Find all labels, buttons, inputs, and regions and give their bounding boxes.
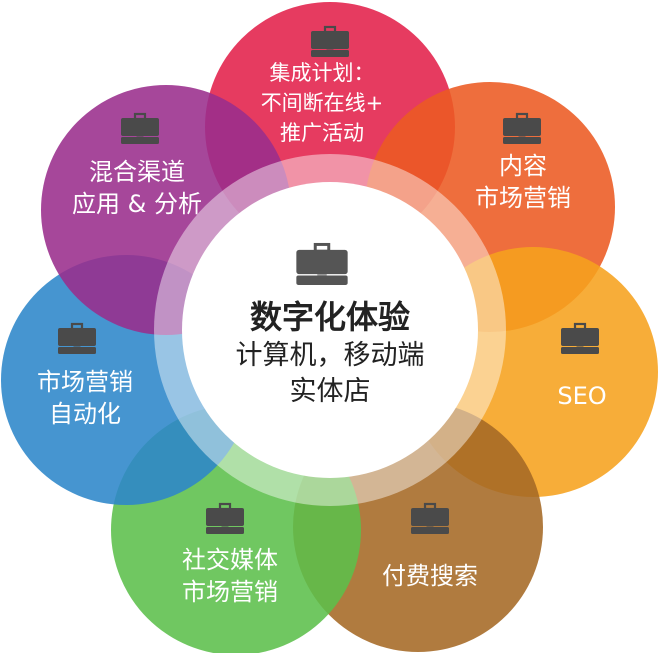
petal-social-media-marketing-briefcase-icon: [204, 502, 246, 536]
petal-seo-briefcase-icon: [559, 322, 601, 356]
center-circle: [182, 182, 478, 478]
center-line-1: 计算机，移动端: [235, 340, 425, 371]
petal-label-seo: SEO: [557, 382, 607, 410]
petal-integrated-plan-briefcase-icon: [309, 25, 351, 59]
petal-label-hybrid-channels: 混合渠道 应用 & 分析: [72, 158, 202, 218]
petal-label-marketing-automation: 市场营销 自动化: [37, 368, 133, 428]
petal-label-social-media-marketing: 社交媒体 市场营销: [182, 546, 278, 606]
petal-content-marketing-briefcase-icon: [501, 112, 543, 146]
petal-label-paid-search: 付费搜索: [382, 562, 478, 590]
center-briefcase-icon: [294, 242, 350, 287]
petal-label-integrated-plan: 集成计划： 不间断在线+ 推广活动: [260, 61, 384, 145]
petal-label-content-marketing: 内容 市场营销: [475, 152, 571, 212]
petal-paid-search-briefcase-icon: [409, 502, 451, 536]
petal-hybrid-channels-briefcase-icon: [119, 112, 161, 146]
petal-marketing-automation-briefcase-icon: [56, 322, 98, 356]
center-label: 数字化体验 计算机，移动端 实体店: [200, 296, 460, 410]
center-title: 数字化体验: [249, 298, 410, 336]
center-line-2: 实体店: [289, 376, 371, 407]
